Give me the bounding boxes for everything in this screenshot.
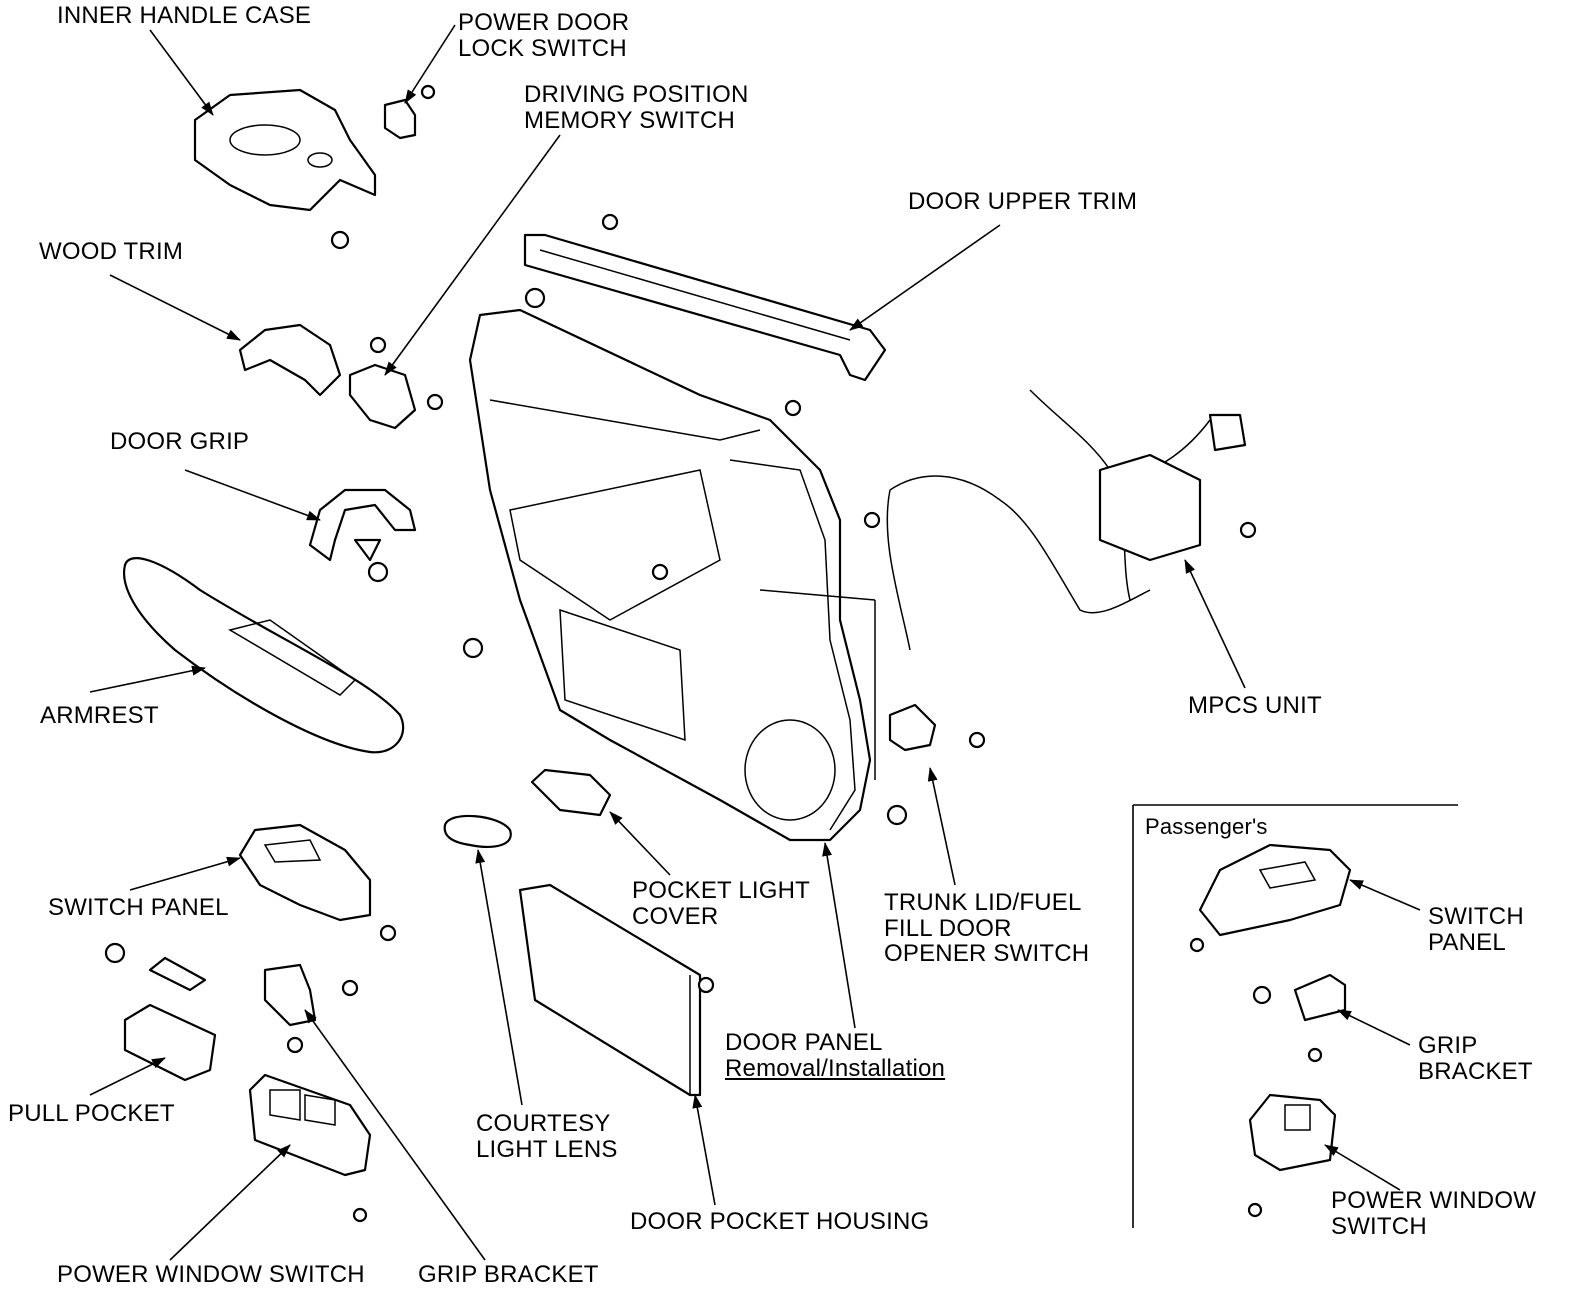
label-line: DRIVING POSITION <box>524 81 749 108</box>
label-line: BRACKET <box>1418 1057 1533 1085</box>
label-armrest: ARMREST <box>40 703 159 729</box>
door-panel-part <box>468 308 876 842</box>
leader-passenger-grip-bracket <box>1337 1009 1411 1046</box>
leader-courtesy-light-lens <box>475 849 523 1106</box>
label-line: OPENER SWITCH <box>884 940 1090 967</box>
label-line: POWER WINDOW <box>1331 1187 1537 1214</box>
label-switch-panel: SWITCH PANEL <box>48 895 229 921</box>
label-line: Passenger's <box>1145 814 1268 839</box>
inner-handle-case-part <box>193 88 377 212</box>
leader-door-upper-trim <box>849 224 1001 331</box>
label-line: POWER DOOR <box>458 9 630 36</box>
leader-grip-bracket <box>304 1009 486 1261</box>
label-line: TRUNK LID/FUEL <box>884 889 1082 916</box>
leader-switch-panel <box>129 856 241 891</box>
memory-switch-part <box>348 363 417 430</box>
leader-wood-trim <box>109 274 241 341</box>
switch-panel-part <box>238 823 372 922</box>
leader-passenger-switch-panel <box>1349 879 1421 911</box>
passenger-grip-bracket-part <box>1293 973 1347 1022</box>
label-wood-trim: WOOD TRIM <box>39 239 183 265</box>
label-line: DOOR POCKET HOUSING <box>630 1208 930 1235</box>
label-line: PANEL <box>1428 928 1506 956</box>
label-line: MPCS UNIT <box>1188 692 1322 719</box>
door-grip-part <box>308 488 417 562</box>
label-pull-pocket: PULL POCKET <box>8 1101 175 1127</box>
label-line: WOOD TRIM <box>39 238 184 265</box>
label-line: LOCK SWITCH <box>458 34 627 62</box>
mpcs-unit-part <box>1098 413 1247 562</box>
pull-pocket-part <box>123 956 217 1082</box>
leader-pull-pocket <box>89 1057 166 1096</box>
label-line: DOOR UPPER TRIM <box>908 188 1138 215</box>
passenger-title: Passenger's <box>1145 814 1268 840</box>
label-line: PULL POCKET <box>8 1100 175 1127</box>
grip-bracket-part <box>263 963 317 1027</box>
leader-mpcs-unit <box>1184 559 1246 689</box>
pocket-light-cover-part <box>530 768 612 817</box>
leader-trunk-lid-switch <box>927 767 956 886</box>
courtesy-light-lens-part <box>443 814 512 848</box>
passenger-box <box>1132 804 1458 1228</box>
leader-door-pocket-housing <box>692 1094 716 1206</box>
label-line: SWITCH PANEL <box>48 894 229 921</box>
passenger-power-window-switch-part <box>1248 1093 1337 1172</box>
power-door-lock-switch-part <box>383 84 436 140</box>
label-line: DOOR PANEL <box>725 1029 883 1056</box>
label-line: INNER HANDLE CASE <box>57 2 312 29</box>
label-line: ARMREST <box>40 702 159 729</box>
leader-inner-handle-case <box>149 29 214 116</box>
label-inner-handle-case: INNER HANDLE CASE <box>57 3 311 29</box>
label-line: POWER WINDOW SWITCH <box>57 1261 365 1288</box>
trunk-lid-switch-part <box>888 703 937 752</box>
leader-power-door-lock-switch <box>404 24 456 104</box>
label-grip-bracket: GRIP BRACKET <box>418 1262 599 1288</box>
label-line: MEMORY SWITCH <box>524 106 736 134</box>
label-line: SWITCH <box>1428 903 1524 930</box>
armrest-part <box>123 557 405 754</box>
wood-trim-part <box>238 323 342 397</box>
label-line: LIGHT LENS <box>476 1135 618 1163</box>
passenger-switch-panel-part <box>1198 843 1352 937</box>
label-door-pocket-housing: DOOR POCKET HOUSING <box>630 1209 929 1235</box>
label-door-grip: DOOR GRIP <box>110 429 249 455</box>
fasteners <box>104 213 1323 1223</box>
label-line: FILL DOOR <box>884 914 1012 942</box>
power-window-switch-part <box>248 1073 372 1177</box>
removal-installation-link[interactable]: Removal/Installation <box>725 1054 946 1082</box>
label-power-window-switch: POWER WINDOW SWITCH <box>57 1262 365 1288</box>
leader-door-grip <box>184 469 321 521</box>
label-line: GRIP BRACKET <box>418 1261 599 1288</box>
label-line: DOOR GRIP <box>110 428 250 455</box>
door-upper-trim-part <box>523 233 887 382</box>
label-door-upper-trim: DOOR UPPER TRIM <box>908 189 1137 215</box>
leader-passenger-power-window-switch <box>1324 1144 1401 1191</box>
leader-door-panel <box>822 842 856 1029</box>
label-line: COURTESY <box>476 1110 611 1137</box>
label-line: POCKET LIGHT <box>632 877 810 904</box>
leader-pocket-light-cover <box>609 811 671 876</box>
label-mpcs-unit: MPCS UNIT <box>1188 693 1322 719</box>
label-line: SWITCH <box>1331 1212 1427 1240</box>
leader-lines <box>89 24 1421 1261</box>
leader-power-window-switch <box>169 1144 291 1261</box>
label-line: GRIP <box>1418 1032 1478 1059</box>
leader-armrest <box>89 665 206 693</box>
leader-memory-switch <box>384 134 561 376</box>
label-line: COVER <box>632 902 719 930</box>
